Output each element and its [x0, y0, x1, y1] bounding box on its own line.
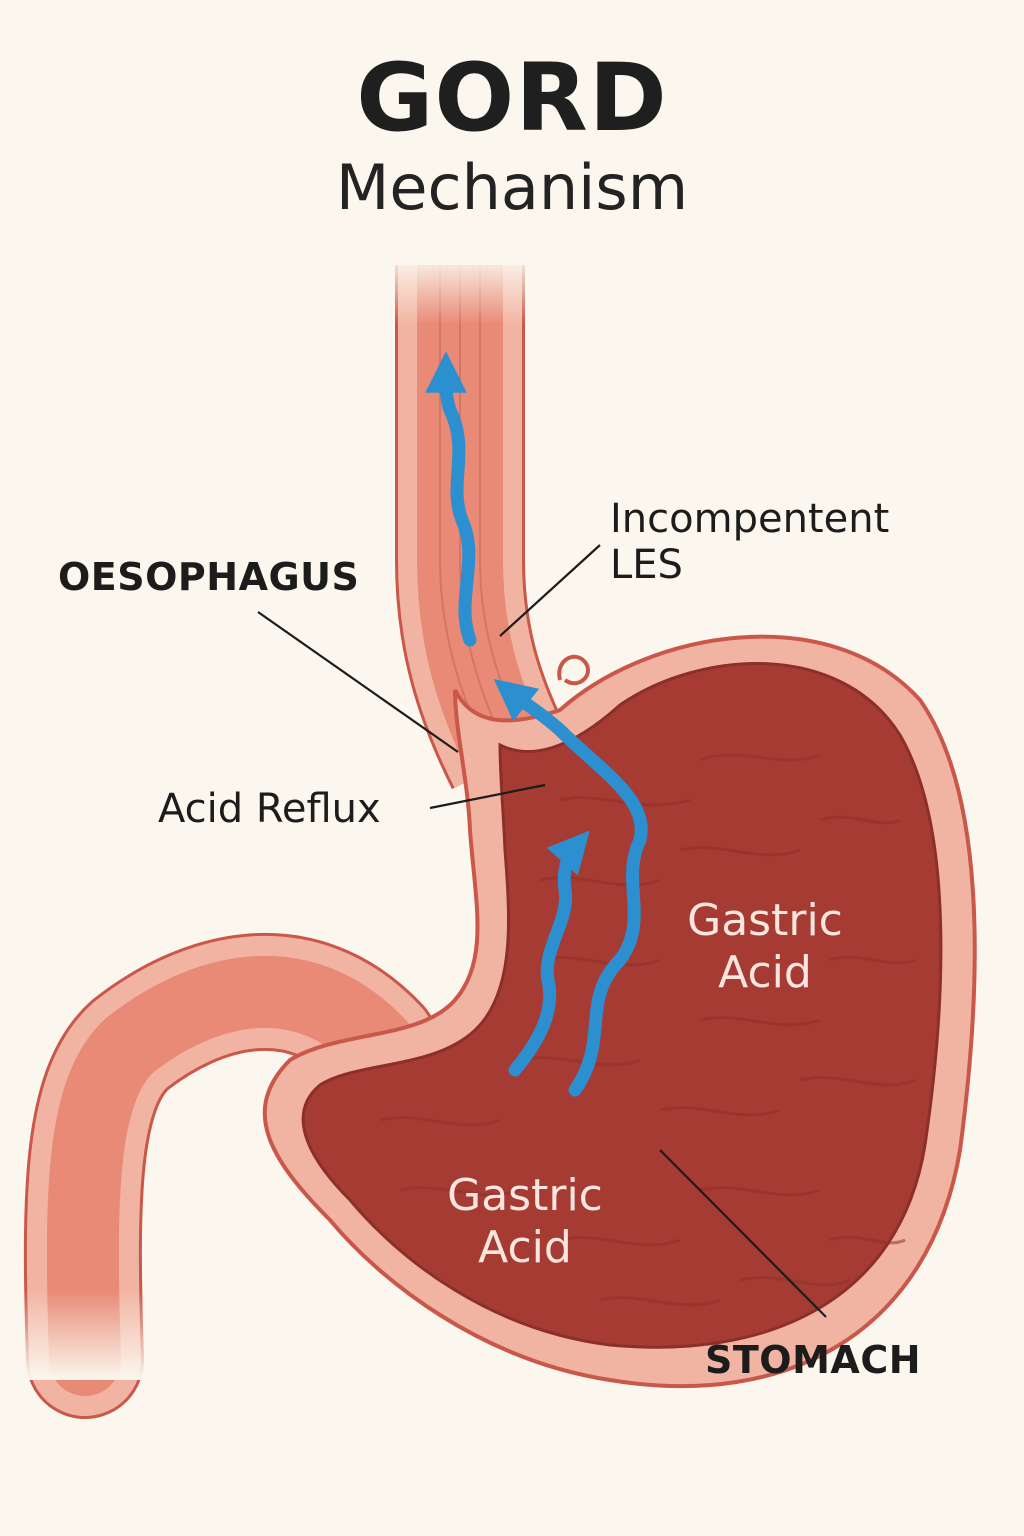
les-leader [499, 544, 601, 637]
reflux-arrows [425, 351, 648, 1097]
gastric-acid-upper-line1: Gastric [687, 895, 843, 946]
oesophagus-fade [380, 255, 550, 325]
oesophagus-tube [395, 265, 569, 790]
incompetent-les-label-line1: Incompentent [610, 496, 890, 542]
fundus-loop [557, 654, 590, 686]
stomach-body [262, 634, 977, 1389]
leader-lines [257, 544, 827, 1318]
duodenum [23, 932, 439, 1419]
oesophagus-label: OESOPHAGUS [58, 555, 360, 599]
reflux-arrow-oesophagus [425, 351, 477, 647]
acid-reflux-label: Acid Reflux [158, 786, 381, 832]
diagram-title: GORD [356, 44, 668, 153]
reflux-arrow-short [508, 830, 590, 1077]
stomach-leader [659, 1149, 827, 1318]
incompetent-les-label-line2: LES [610, 542, 683, 588]
gastric-acid-upper-label: Gastric Acid [660, 895, 870, 999]
duodenum-fade [10, 1290, 170, 1380]
reflux-arrow-long [493, 679, 648, 1097]
oesophagus-leader [257, 611, 459, 753]
rugae-folds [379, 753, 916, 1307]
stomach-lumen [301, 662, 943, 1349]
gastric-acid-lower-line1: Gastric [447, 1170, 603, 1221]
acid-reflux-leader [429, 783, 546, 810]
gastric-acid-lower-label: Gastric Acid [420, 1170, 630, 1274]
title-block: GORD Mechanism [0, 44, 1024, 225]
gastric-acid-lower-line2: Acid [478, 1222, 572, 1273]
stomach-label: STOMACH [705, 1338, 922, 1382]
incompetent-les-label: Incompentent LES [610, 496, 889, 588]
diagram-subtitle: Mechanism [335, 150, 689, 224]
gastric-acid-upper-line2: Acid [718, 947, 812, 998]
